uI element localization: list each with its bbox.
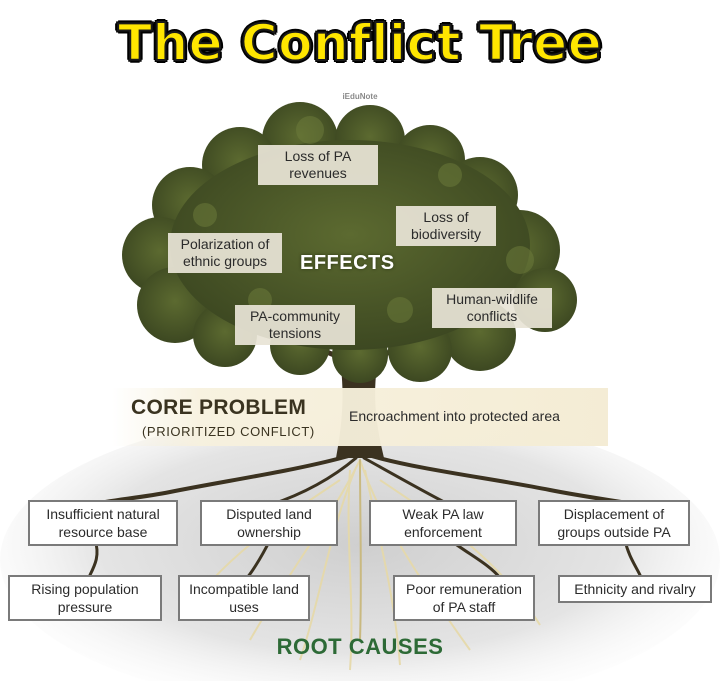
root-box-incompatible-land-uses: Incompatible land uses <box>178 575 310 621</box>
effects-label: EFFECTS <box>300 252 395 274</box>
root-box-disputed-land-ownership: Disputed land ownership <box>200 500 338 546</box>
root-box-insufficient-natural-resource-base: Insufficient natural resource base <box>28 500 178 546</box>
effect-box-loss-of-biodiversity: Loss of biodiversity <box>396 206 496 246</box>
core-problem-text: Encroachment into protected area <box>349 408 560 424</box>
effect-box-loss-of-pa-revenues: Loss of PA revenues <box>258 145 378 185</box>
canopy-highlights <box>193 116 534 323</box>
root-box-displacement-of-groups-outside-pa: Displacement of groups outside PA <box>538 500 690 546</box>
root-box-ethnicity-and-rivalry: Ethnicity and rivalry <box>558 575 712 603</box>
page-title: The Conflict Tree <box>117 13 603 73</box>
watermark: iEduNote <box>342 92 378 101</box>
root-box-poor-remuneration-of-pa-staff: Poor remuneration of PA staff <box>393 575 535 621</box>
root-box-rising-population-pressure: Rising population pressure <box>8 575 162 621</box>
root-causes-label: ROOT CAUSES <box>276 634 444 659</box>
effect-box-pa-community-tensions: PA-community tensions <box>235 305 355 345</box>
effect-box-polarization-of-ethnic-groups: Polarization of ethnic groups <box>168 233 282 273</box>
core-problem-title: CORE PROBLEM <box>131 396 307 419</box>
core-problem-band <box>112 388 608 446</box>
core-problem-subtitle: (PRIORITIZED CONFLICT) <box>142 424 315 439</box>
effect-box-human-wildlife-conflicts: Human-wildlife conflicts <box>432 288 552 328</box>
root-box-weak-pa-law-enforcement: Weak PA law enforcement <box>369 500 517 546</box>
